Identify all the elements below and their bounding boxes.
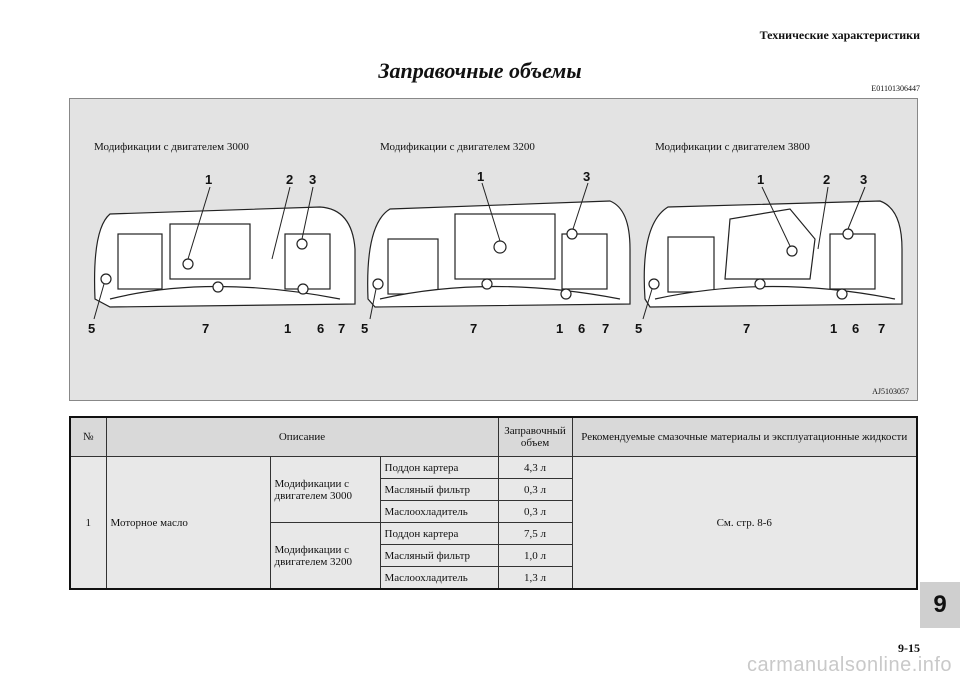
callout-number: 7 [743, 321, 751, 336]
table-row: 1 Моторное масло Модификации с двигателе… [69, 456, 918, 590]
callout-number: 3 [309, 172, 317, 187]
callout-number: 7 [878, 321, 886, 336]
section-header: Технические характеристики [759, 28, 920, 42]
part-name: Поддон картера [379, 456, 499, 479]
callout-number: 1 [757, 172, 765, 187]
header-num: № [69, 416, 107, 457]
part-volume: 0,3 л [497, 500, 573, 523]
part-name: Масляный фильтр [379, 478, 499, 501]
page-number: 9-15 [898, 641, 920, 655]
callout-lines [93, 182, 866, 320]
part-name: Поддон картера [379, 522, 499, 545]
table-row: Масляный фильтр 1,0 л [70, 544, 917, 567]
callout-number: 1 [205, 172, 213, 187]
figure-label-3200: Модификации с двигателем 3200 [380, 141, 535, 153]
callout-number: 5 [361, 321, 369, 336]
callout-number: 3 [583, 169, 591, 184]
callout-number: 1 [556, 321, 564, 336]
callout-number: 1 [477, 169, 485, 184]
callout-number: 5 [88, 321, 96, 336]
figure-code: AJ5103057 [872, 387, 909, 396]
table-row: Маслоохладитель 1,3 л [70, 566, 917, 590]
row-number: 1 [69, 456, 107, 590]
callout-number: 5 [635, 321, 643, 336]
callout-number: 6 [317, 321, 325, 336]
engine-illustrations [93, 182, 903, 320]
header-materials: Рекомендуемые смазочные материалы и эксп… [571, 416, 918, 457]
watermark: carmanualsonline.info [746, 654, 952, 676]
row-name: Моторное масло [105, 456, 271, 590]
part-volume: 1,0 л [497, 544, 573, 567]
callout-number: 1 [830, 321, 838, 336]
callout-number: 7 [202, 321, 210, 336]
callout-number: 2 [823, 172, 831, 187]
table-row: Масляный фильтр 0,3 л [70, 478, 917, 501]
callout-number: 7 [602, 321, 610, 336]
callout-number: 3 [860, 172, 868, 187]
callout-number: 6 [578, 321, 586, 336]
part-volume: 4,3 л [497, 456, 573, 479]
engine-3800-drawing [643, 200, 903, 308]
callout-number: 2 [286, 172, 294, 187]
header-description: Описание [105, 416, 499, 457]
engine-3200-drawing [367, 200, 631, 308]
capacities-table: № Описание Заправочный объем Рекомендуем… [69, 416, 918, 590]
figure-label-3000: Модификации с двигателем 3000 [94, 141, 249, 153]
part-volume: 0,3 л [497, 478, 573, 501]
group-label: Модификации с двигателем 3200 [269, 522, 381, 590]
callout-number: 1 [284, 321, 292, 336]
engine-3000-drawing [94, 206, 356, 308]
engine-bay-figure: Модификации с двигателем 3000 Модификаци… [69, 98, 918, 401]
table-row: Модификации с двигателем 3200 Поддон кар… [70, 522, 917, 590]
part-name: Масляный фильтр [379, 544, 499, 567]
callout-number: 7 [338, 321, 346, 336]
page-title: Заправочные объемы [378, 58, 582, 83]
chapter-tab: 9 [920, 582, 960, 628]
document-code: E01101306447 [871, 84, 920, 93]
group-label: Модификации с двигателем 3000 [269, 456, 381, 523]
part-name: Маслоохладитель [379, 500, 499, 523]
part-volume: 7,5 л [497, 522, 573, 545]
part-volume: 1,3 л [497, 566, 573, 590]
table-header-row: № Описание Заправочный объем Рекомендуем… [69, 416, 918, 457]
callout-number: 7 [470, 321, 478, 336]
row-materials: См. стр. 8-6 [571, 456, 918, 590]
part-name: Маслоохладитель [379, 566, 499, 590]
figure-label-3800: Модификации с двигателем 3800 [655, 141, 810, 153]
header-volume: Заправочный объем [497, 416, 573, 457]
callout-number: 6 [852, 321, 860, 336]
